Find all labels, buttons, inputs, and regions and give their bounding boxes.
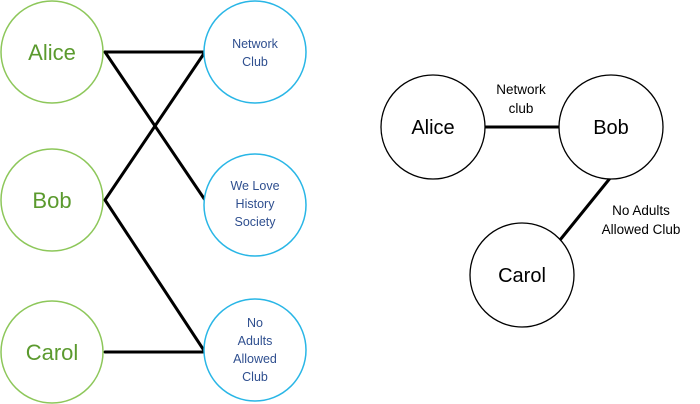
- club-nodes: Network Club We Love History Society No …: [203, 0, 307, 402]
- club-label-history-line-3: Society: [235, 215, 277, 229]
- edge-label-alice-bob: Network club: [496, 82, 546, 116]
- bipartite-graph: Alice Bob Carol Network Club We Love His…: [0, 0, 307, 404]
- edge-label-alice-bob-line-1: Network: [496, 82, 546, 97]
- person-label-carol: Carol: [26, 340, 79, 365]
- club-label-noadults-line-3: Allowed: [233, 352, 277, 366]
- person-node-alice: Alice: [0, 0, 104, 104]
- person-node-bob: Bob: [0, 148, 104, 252]
- graph-label-alice: Alice: [411, 117, 454, 139]
- membership-edges: [103, 50, 207, 354]
- club-label-noadults-line-4: Club: [242, 370, 268, 384]
- club-label-history-line-1: We Love: [230, 179, 279, 193]
- club-label-network-line-2: Club: [242, 55, 268, 69]
- projected-graph: Network club No Adults Allowed Club Alic…: [380, 74, 681, 328]
- edge-label-bob-carol-line-1: No Adults: [612, 203, 670, 218]
- person-label-alice: Alice: [28, 40, 76, 65]
- edge-label-bob-carol: No Adults Allowed Club: [602, 203, 681, 237]
- club-node-history: We Love History Society: [203, 153, 307, 257]
- club-label-network-line-1: Network: [232, 37, 279, 51]
- person-node-carol: Carol: [0, 300, 104, 404]
- person-label-bob: Bob: [32, 188, 71, 213]
- graph-node-bob: Bob: [558, 74, 664, 180]
- graph-node-carol: Carol: [469, 222, 575, 328]
- club-node-noadults: No Adults Allowed Club: [203, 298, 307, 402]
- club-label-noadults-line-1: No: [247, 316, 263, 330]
- club-label-history-line-2: History: [236, 197, 276, 211]
- edge-bob-carol: [558, 175, 613, 242]
- edge-label-bob-carol-line-2: Allowed Club: [602, 222, 681, 237]
- graph-label-bob: Bob: [593, 117, 629, 139]
- edge-label-alice-bob-line-2: club: [509, 101, 534, 116]
- graph-node-alice: Alice: [380, 74, 486, 180]
- edge-bob-network: [103, 50, 207, 202]
- people-nodes: Alice Bob Carol: [0, 0, 104, 404]
- club-label-noadults-line-2: Adults: [238, 334, 273, 348]
- edge-bob-noadults: [103, 198, 207, 354]
- graph-label-carol: Carol: [498, 265, 546, 287]
- club-node-network: Network Club: [203, 0, 307, 104]
- projected-edges: [483, 125, 613, 242]
